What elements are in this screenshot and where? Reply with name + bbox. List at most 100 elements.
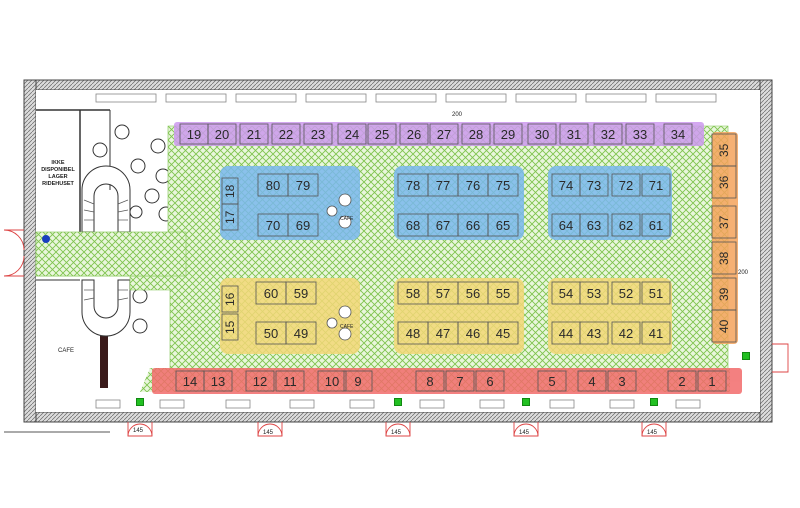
booth-58[interactable]: 58 (405, 285, 421, 301)
booth-60[interactable]: 60 (263, 285, 279, 301)
booth-36[interactable]: 36 (717, 175, 731, 189)
booth-40[interactable]: 40 (717, 319, 731, 333)
booth-41[interactable]: 41 (648, 325, 664, 341)
booth-70[interactable]: 70 (265, 217, 281, 233)
booth-outline (697, 370, 727, 392)
booth-30[interactable]: 30 (534, 126, 550, 142)
booth-15[interactable]: 15 (223, 320, 237, 334)
booth-3[interactable]: 3 (618, 373, 626, 389)
booth-77[interactable]: 77 (435, 177, 451, 193)
booth-23[interactable]: 23 (310, 126, 326, 142)
booth-outline (287, 173, 319, 197)
booth-61[interactable]: 61 (648, 217, 664, 233)
booth-42[interactable]: 42 (618, 325, 634, 341)
booth-51[interactable]: 51 (648, 285, 664, 301)
booth-outline (271, 123, 301, 145)
booth-74[interactable]: 74 (558, 177, 574, 193)
booth-63[interactable]: 63 (586, 217, 602, 233)
booth-11[interactable]: 11 (283, 373, 297, 389)
booth-55[interactable]: 55 (495, 285, 511, 301)
booth-outline (711, 165, 737, 199)
booth-73[interactable]: 73 (586, 177, 602, 193)
booth-46[interactable]: 46 (465, 325, 481, 341)
booth-62[interactable]: 62 (618, 217, 634, 233)
booth-57[interactable]: 57 (435, 285, 451, 301)
booth-45[interactable]: 45 (495, 325, 511, 341)
booth-72[interactable]: 72 (618, 177, 634, 193)
booth-1[interactable]: 1 (708, 373, 716, 389)
booth-outline (245, 370, 275, 392)
booth-32[interactable]: 32 (600, 126, 616, 142)
booth-35[interactable]: 35 (717, 143, 731, 157)
booth-22[interactable]: 22 (278, 126, 294, 142)
booth-outline (221, 285, 239, 313)
booth-79[interactable]: 79 (295, 177, 311, 193)
booth-38[interactable]: 38 (717, 251, 731, 265)
booth-39[interactable]: 39 (717, 287, 731, 301)
booth-outline (493, 123, 523, 145)
exit-sign-icon (522, 398, 530, 406)
booth-80[interactable]: 80 (265, 177, 281, 193)
booth-18[interactable]: 18 (223, 184, 237, 198)
booth-68[interactable]: 68 (405, 217, 421, 233)
booth-12[interactable]: 12 (252, 373, 268, 389)
booth-outline (711, 309, 737, 343)
booth-14[interactable]: 14 (182, 373, 198, 389)
booth-29[interactable]: 29 (500, 126, 516, 142)
booth-65[interactable]: 65 (495, 217, 511, 233)
booth-75[interactable]: 75 (495, 177, 511, 193)
booth-outline (625, 123, 655, 145)
booth-50[interactable]: 50 (263, 325, 279, 341)
booth-28[interactable]: 28 (468, 126, 484, 142)
booth-25[interactable]: 25 (374, 126, 390, 142)
booth-5[interactable]: 5 (548, 373, 556, 389)
booth-17[interactable]: 17 (223, 210, 237, 224)
booth-54[interactable]: 54 (558, 285, 574, 301)
booth-64[interactable]: 64 (558, 217, 574, 233)
booth-20[interactable]: 20 (214, 126, 230, 142)
booth-9[interactable]: 9 (354, 373, 362, 389)
booth-6[interactable]: 6 (486, 373, 494, 389)
booth-34[interactable]: 34 (670, 126, 686, 142)
booth-4[interactable]: 4 (588, 373, 596, 389)
booth-outline (611, 213, 641, 237)
booth-10[interactable]: 10 (324, 373, 340, 389)
booth-7[interactable]: 7 (456, 373, 464, 389)
booth-31[interactable]: 31 (566, 126, 582, 142)
booth-outline (287, 213, 319, 237)
cafe-label-mid-top: CAFE (340, 216, 354, 222)
booth-16[interactable]: 16 (223, 292, 237, 306)
booth-outline (537, 370, 567, 392)
booth-37[interactable]: 37 (717, 215, 731, 229)
booth-outline (579, 213, 609, 237)
booth-24[interactable]: 24 (344, 126, 360, 142)
booth-outline (579, 173, 609, 197)
booth-76[interactable]: 76 (465, 177, 481, 193)
booth-56[interactable]: 56 (465, 285, 481, 301)
booth-71[interactable]: 71 (648, 177, 664, 193)
booth-47[interactable]: 47 (435, 325, 451, 341)
booth-outline (367, 123, 397, 145)
booth-69[interactable]: 69 (295, 217, 311, 233)
booth-33[interactable]: 33 (632, 126, 648, 142)
booth-66[interactable]: 66 (465, 217, 481, 233)
booth-78[interactable]: 78 (405, 177, 421, 193)
booth-52[interactable]: 52 (618, 285, 634, 301)
booth-67[interactable]: 67 (435, 217, 451, 233)
door-dimension-5: 145 (647, 430, 658, 436)
booth-48[interactable]: 48 (405, 325, 421, 341)
booth-21[interactable]: 21 (246, 126, 262, 142)
booth-43[interactable]: 43 (586, 325, 602, 341)
booth-27[interactable]: 27 (436, 126, 452, 142)
booth-44[interactable]: 44 (558, 325, 574, 341)
booth-53[interactable]: 53 (586, 285, 602, 301)
booth-13[interactable]: 13 (210, 373, 226, 389)
booth-59[interactable]: 59 (293, 285, 309, 301)
booth-2[interactable]: 2 (678, 373, 686, 389)
storage-label-line4: RIDEHUSET (42, 181, 74, 187)
booth-26[interactable]: 26 (406, 126, 422, 142)
booth-49[interactable]: 49 (293, 325, 309, 341)
booth-19[interactable]: 19 (186, 126, 202, 142)
booth-outline (487, 321, 519, 345)
booth-8[interactable]: 8 (426, 373, 434, 389)
